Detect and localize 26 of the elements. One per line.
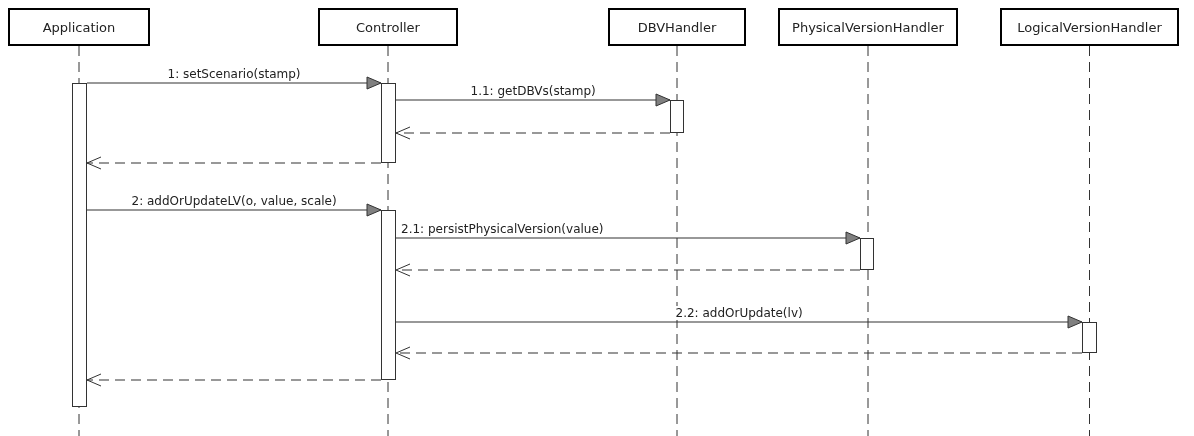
- message-label: 2: addOrUpdateLV(o, value, scale): [130, 194, 338, 208]
- return-arrow: [86, 156, 382, 170]
- message-label: 1.1: getDBVs(stamp): [469, 84, 597, 98]
- message-label: 1: setScenario(stamp): [166, 67, 302, 81]
- return-arrow: [395, 346, 1083, 360]
- activation-bar: [72, 83, 87, 407]
- participant-box: Application: [8, 8, 150, 46]
- participant-box: Controller: [318, 8, 458, 46]
- message-arrow: [395, 315, 1083, 329]
- participant-box: PhysicalVersionHandler: [778, 8, 958, 46]
- message-arrow: [86, 203, 382, 217]
- message-arrow: [395, 93, 671, 107]
- return-arrow: [395, 126, 671, 140]
- return-arrow: [395, 263, 861, 277]
- activation-bar: [670, 100, 684, 133]
- participant-box: DBVHandler: [608, 8, 746, 46]
- activation-bar: [860, 238, 874, 270]
- activation-bar: [1082, 322, 1097, 353]
- message-label: 2.1: persistPhysicalVersion(value): [400, 222, 605, 236]
- message-arrow: [395, 231, 861, 245]
- message-arrow: [86, 76, 382, 90]
- activation-bar: [381, 83, 396, 163]
- message-label: 2.2: addOrUpdate(lv): [674, 306, 804, 320]
- return-arrow: [86, 373, 382, 387]
- activation-bar: [381, 210, 396, 380]
- participant-box: LogicalVersionHandler: [1000, 8, 1179, 46]
